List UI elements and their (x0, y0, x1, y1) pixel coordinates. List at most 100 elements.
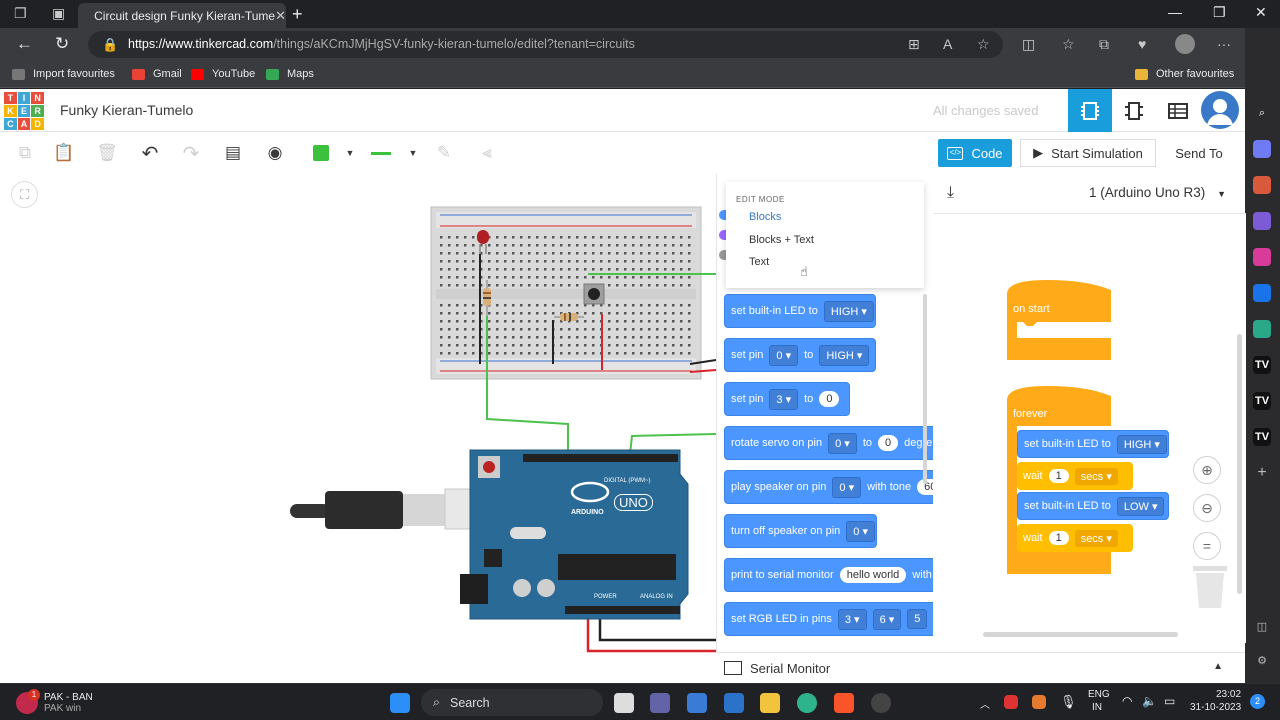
category-dot-purple[interactable] (719, 230, 727, 240)
wire-red-2[interactable] (689, 369, 717, 373)
maximize-icon[interactable]: ❐ (1213, 4, 1226, 20)
close-tab-icon[interactable]: ✕ (275, 7, 286, 23)
category-dot-gray[interactable] (719, 250, 727, 260)
schematic-view-button[interactable] (1112, 89, 1156, 132)
start-simulation-button[interactable]: ▶ Start Simulation (1020, 139, 1156, 167)
notification-badge[interactable]: 2 (1250, 694, 1265, 709)
palette-scrollbar[interactable] (923, 294, 927, 484)
split-screen-icon[interactable]: ◫ (1022, 36, 1036, 52)
board-selector[interactable]: 1 (Arduino Uno R3) ▼ (1089, 185, 1226, 200)
task-view-icon[interactable] (614, 693, 634, 713)
workspace-h-scrollbar[interactable] (983, 632, 1178, 637)
send-to-button[interactable]: Send To (1175, 145, 1223, 161)
sidebar-layout-icon[interactable]: ◫ (1256, 621, 1268, 633)
favorite-star-icon[interactable]: ☆ (977, 36, 990, 52)
ws-set-builtin-led-low[interactable]: set built-in LED to LOW ▾ (1017, 492, 1169, 520)
minimize-icon[interactable]: — (1168, 4, 1182, 20)
palette-turn-off-speaker[interactable]: turn off speaker on pin 0 ▾ (724, 514, 877, 548)
wire-red-power[interactable] (586, 614, 716, 653)
workspace-v-scrollbar[interactable] (1237, 334, 1242, 594)
serial-monitor-bar[interactable]: Serial Monitor ▲ (716, 652, 1245, 683)
block-number-input[interactable]: 1 (1048, 469, 1069, 483)
palette-set-pin-digital[interactable]: set pin 0 ▾ to HIGH ▾ (724, 338, 876, 372)
circuit-canvas[interactable]: ⛶ (0, 174, 717, 683)
extensions-icon[interactable]: ♥ (1138, 36, 1147, 52)
bookmark-maps[interactable]: Maps (266, 68, 314, 80)
block-dropdown[interactable]: HIGH ▾ (823, 300, 874, 322)
teams-chat-icon[interactable] (650, 693, 670, 713)
block-dropdown[interactable]: LOW ▾ (1116, 496, 1165, 516)
language-code[interactable]: ENG (1088, 689, 1110, 700)
back-icon[interactable]: ← (16, 34, 33, 53)
resistor-2[interactable] (554, 313, 584, 321)
block-dropdown[interactable]: 0 ▾ (846, 520, 875, 542)
tray-app-icon[interactable] (1004, 695, 1018, 709)
block-number-input[interactable]: 1 (1048, 531, 1069, 545)
more-menu-icon[interactable]: ··· (1217, 36, 1231, 52)
brave-icon[interactable] (834, 693, 854, 713)
games-icon[interactable] (1253, 212, 1271, 230)
palette-rotate-servo[interactable]: rotate servo on pin 0 ▾ to 0 degre (724, 426, 944, 460)
add-sidebar-icon[interactable]: + (1257, 464, 1267, 481)
shopping-icon[interactable] (1253, 140, 1271, 158)
trash-icon[interactable] (1191, 564, 1229, 610)
favorites-icon[interactable]: ☆ (1062, 36, 1075, 52)
red-led[interactable] (477, 230, 489, 254)
browser-tab[interactable]: Circuit design Funky Kieran-Tume ✕ (78, 3, 286, 28)
circuit-view-button[interactable] (1068, 89, 1112, 132)
flip-icon[interactable]: ⫷ (482, 143, 492, 162)
messenger-icon[interactable] (1253, 248, 1271, 266)
paste-icon[interactable]: 📋 (53, 143, 75, 162)
block-dropdown[interactable]: 0 ▾ (828, 432, 857, 454)
close-window-icon[interactable]: ✕ (1255, 4, 1267, 20)
palette-set-builtin-led[interactable]: set built-in LED to HIGH ▾ (724, 294, 876, 328)
redo-icon[interactable]: ↷ (182, 142, 200, 165)
block-dropdown[interactable]: 0 ▾ (769, 344, 799, 366)
tradingview-icon-2[interactable]: TV (1253, 392, 1271, 410)
other-favourites[interactable]: Other favourites (1135, 68, 1234, 80)
project-title[interactable]: Funky Kieran-Tumelo (60, 102, 194, 118)
volume-icon[interactable]: 🔈 (1142, 694, 1157, 708)
push-button[interactable] (583, 283, 605, 305)
tray-app-icon-2[interactable] (1032, 695, 1046, 709)
store-icon[interactable] (687, 693, 707, 713)
color-dropdown-icon[interactable]: ▼ (345, 148, 355, 158)
block-number-input[interactable]: 0 (819, 391, 840, 407)
component-list-button[interactable] (1156, 89, 1200, 132)
on-start-block[interactable]: on start (1007, 280, 1113, 360)
block-dropdown[interactable]: 3 ▾ (769, 388, 799, 410)
windows-start-icon[interactable] (390, 693, 410, 713)
clock-time[interactable]: 23:02 (1216, 689, 1242, 700)
block-dropdown[interactable]: HIGH ▾ (1116, 434, 1167, 454)
tradingview-icon-3[interactable]: TV (1253, 428, 1271, 446)
color-picker[interactable] (308, 141, 334, 165)
bookmark-youtube[interactable]: YouTube (191, 68, 255, 80)
workspaces-icon[interactable]: ❐ (14, 5, 27, 21)
delete-icon[interactable]: 🗑 (96, 143, 118, 162)
new-tab-icon[interactable]: + (292, 4, 303, 24)
block-dropdown[interactable]: secs ▾ (1074, 529, 1118, 547)
block-dropdown[interactable]: 6 ▾ (872, 608, 902, 630)
block-text-input[interactable]: hello world (839, 567, 907, 583)
code-button[interactable]: </> Code (938, 139, 1012, 167)
taskbar-search[interactable]: ⌕ Search (421, 689, 603, 716)
view-notes-icon[interactable]: ◉ (267, 143, 283, 162)
category-dot-blue[interactable] (719, 210, 727, 220)
bookmark-import[interactable]: Import favourites (12, 68, 115, 80)
palette-set-pin-analog[interactable]: set pin 3 ▾ to 0 (724, 382, 850, 416)
outlook-icon[interactable] (1253, 284, 1271, 302)
copy-icon[interactable]: ⧉ (18, 143, 32, 162)
tray-chevron-icon[interactable]: ︿ (980, 700, 990, 711)
wire-dropdown-icon[interactable]: ▼ (408, 148, 418, 158)
zoom-reset-icon[interactable]: = (1193, 532, 1221, 560)
wire-green-3[interactable] (629, 433, 717, 455)
ws-wait-2[interactable]: wait 1 secs ▾ (1017, 524, 1133, 552)
tinkercad-logo[interactable]: T I N K E R C A D (4, 92, 44, 130)
notes-icon[interactable]: ▤ (224, 143, 242, 162)
undo-icon[interactable]: ↶ (141, 142, 159, 165)
block-dropdown[interactable]: HIGH ▾ (819, 344, 870, 366)
collections-icon[interactable]: ⧉ (1099, 36, 1109, 52)
palette-set-rgb-led[interactable]: set RGB LED in pins 3 ▾ 6 ▾ 5 (724, 602, 944, 636)
block-dropdown[interactable]: 5 (907, 609, 928, 629)
forever-block[interactable]: forever (1007, 386, 1113, 574)
